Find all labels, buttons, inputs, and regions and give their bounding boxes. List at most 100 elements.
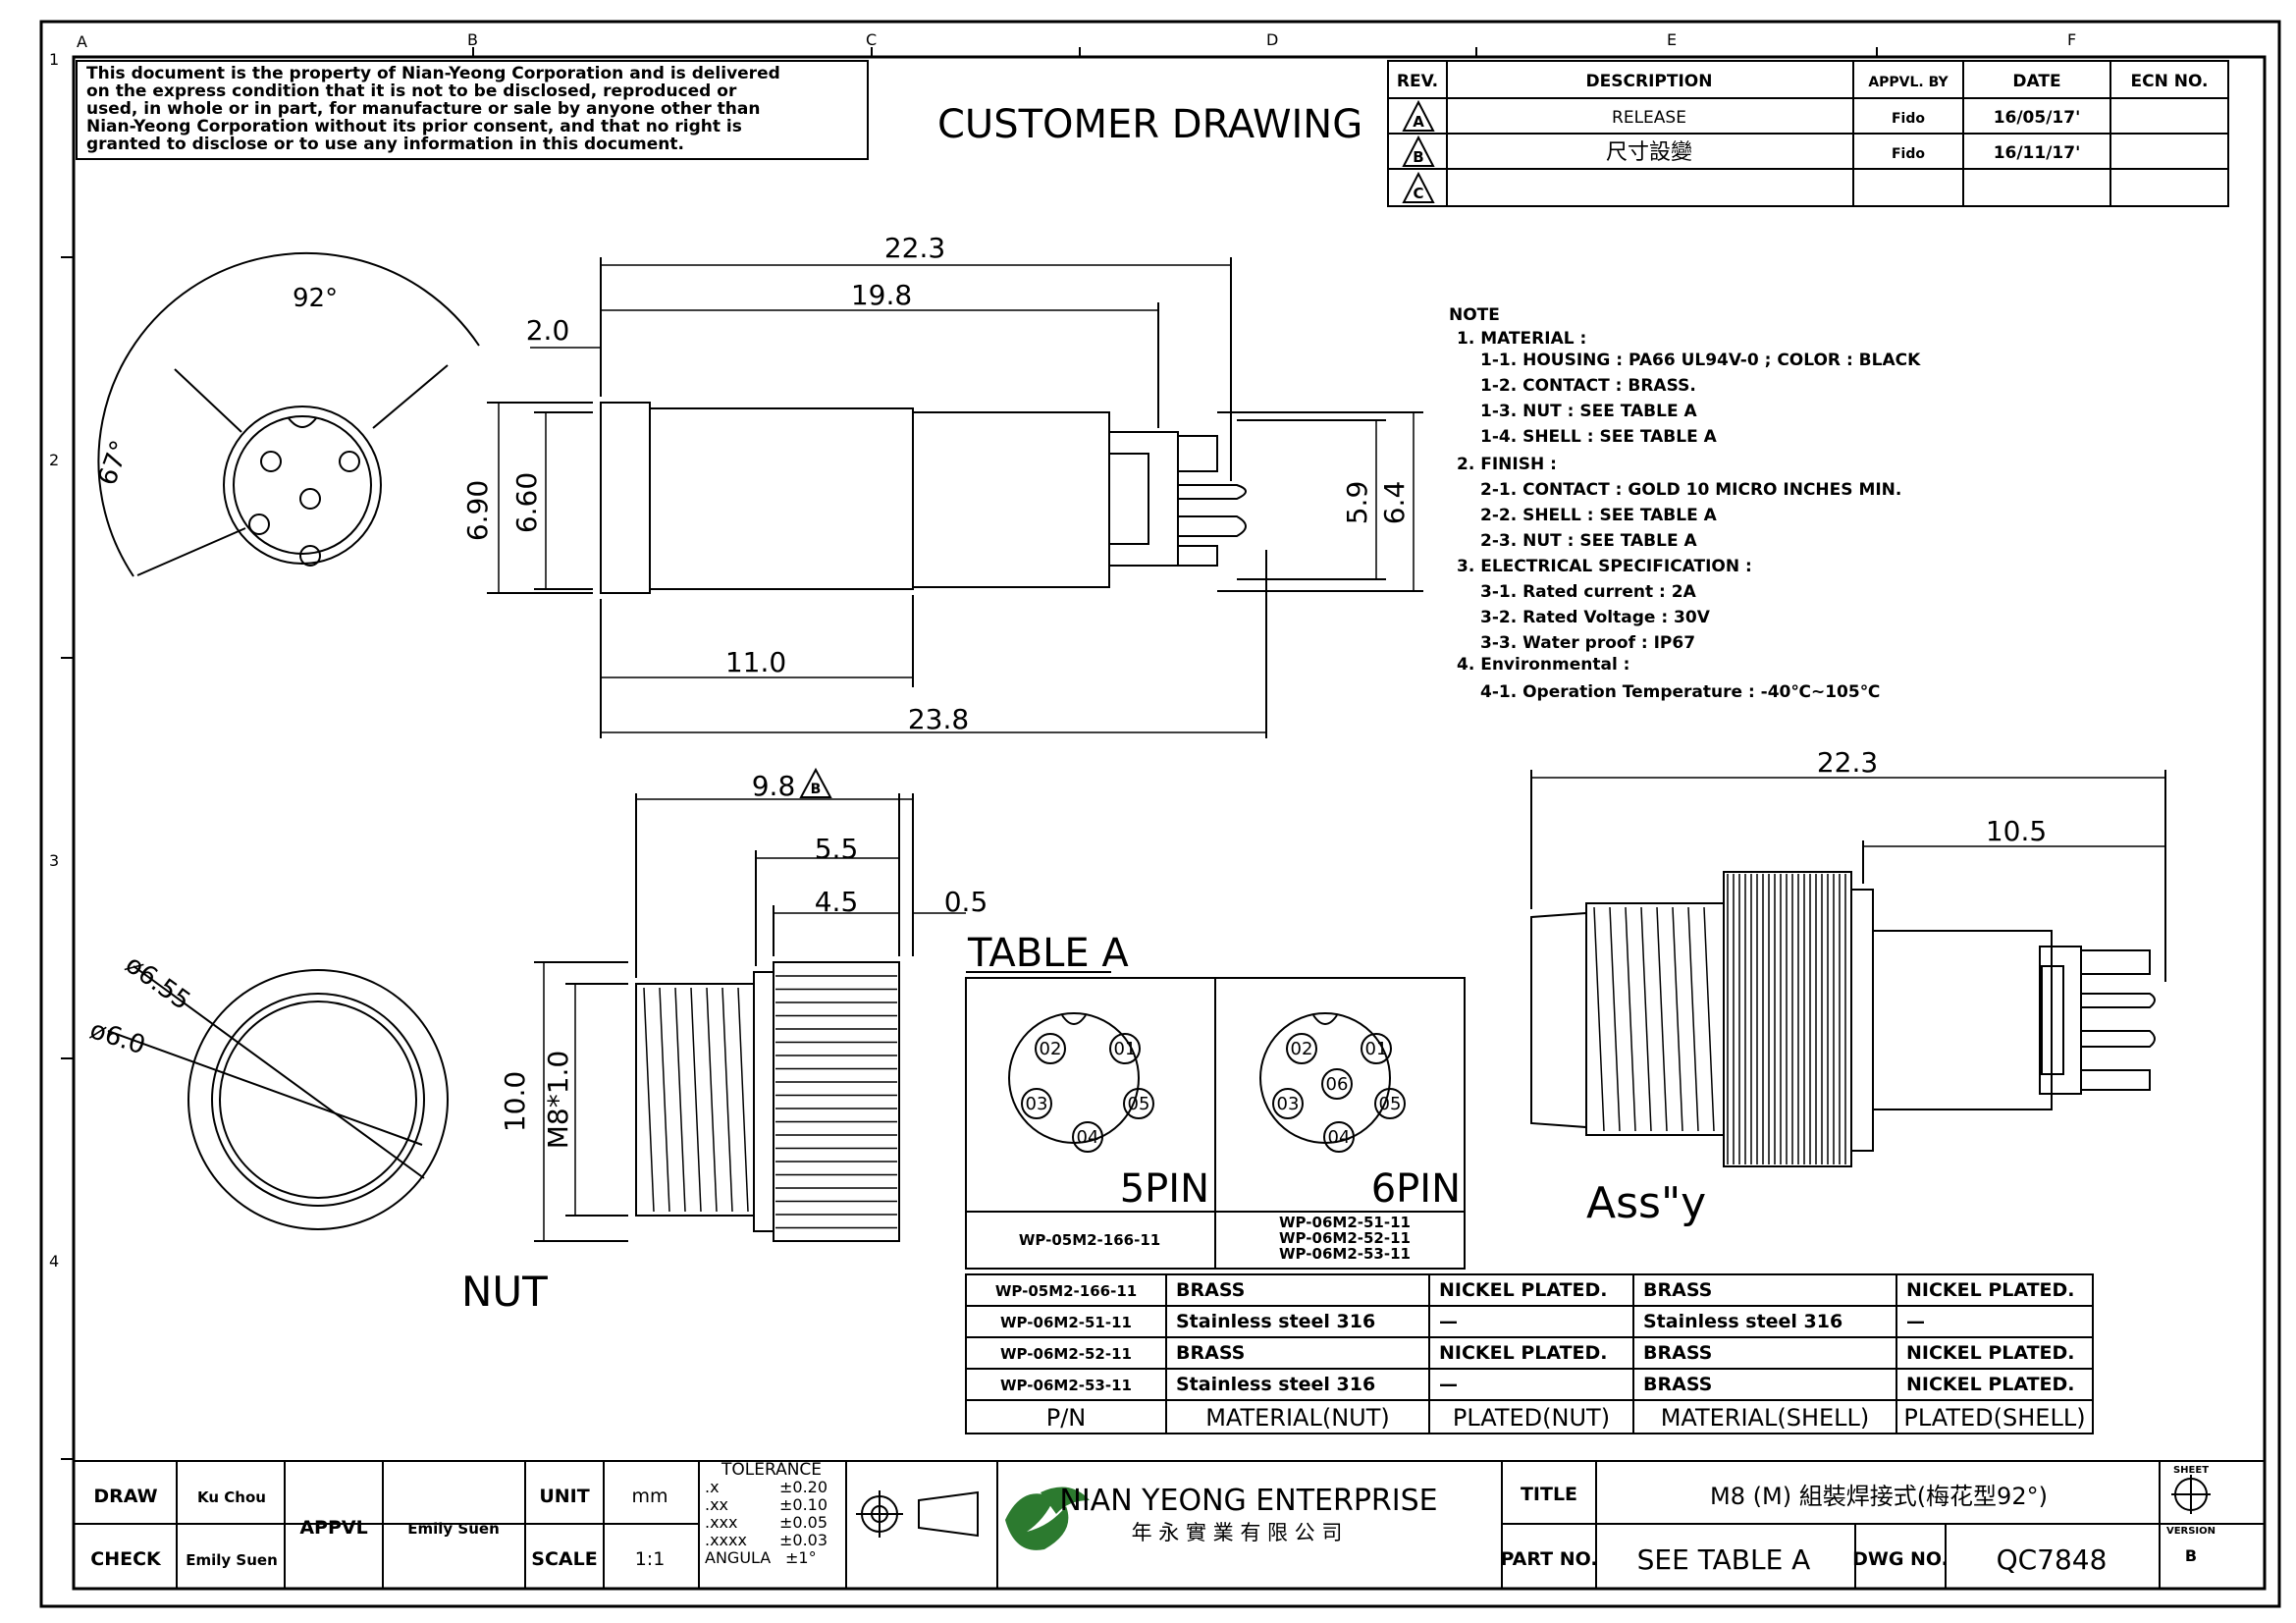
- tolerance-value: ±1°: [785, 1548, 817, 1567]
- nut-dim-lines: [543, 798, 966, 1241]
- tolerance-value: ±0.20: [779, 1478, 828, 1496]
- pinout-5pin: 01 02 03 04 05 5PIN WP-05M2-166-11: [1008, 1012, 1209, 1249]
- tolerance-value: ±0.03: [779, 1531, 828, 1549]
- rev-triangle-icon: [1402, 99, 1435, 132]
- cell-pn: WP-06M2-52-11: [1000, 1345, 1132, 1363]
- assembly-view: [1530, 770, 2166, 1167]
- notice-text: This document is the property of Nian-Ye…: [86, 64, 780, 154]
- sheet-symbol-icon: [2171, 1475, 2211, 1514]
- cell-plated-shell: —: [1906, 1311, 1925, 1332]
- zone-row-3: 3: [49, 851, 59, 870]
- note-line: NOTE: [1449, 305, 1500, 325]
- table-row: WP-05M2-166-11 BRASS NICKEL PLATED. BRAS…: [995, 1279, 2075, 1301]
- note-line: 4. Environmental :: [1457, 655, 1629, 675]
- zone-col-f: F: [2067, 30, 2076, 49]
- title-value: M8 (M) 組裝焊接式(梅花型92°): [1710, 1483, 2048, 1510]
- rev-letter: B: [1413, 148, 1423, 166]
- dim-10-0: 10.0: [499, 1071, 531, 1132]
- dim-5-5: 5.5: [815, 833, 859, 865]
- tolerance-value: ±0.05: [779, 1513, 828, 1532]
- notice-line: on the express condition that it is not …: [86, 81, 737, 101]
- note-line: 2-2. SHELL : SEE TABLE A: [1480, 506, 1718, 525]
- dim-5-9: 5.9: [1341, 481, 1373, 525]
- version-label: VERSION: [2166, 1526, 2216, 1537]
- partno-label: PART NO.: [1500, 1548, 1597, 1570]
- pinout-title: 5PIN: [1120, 1166, 1209, 1212]
- outer-frame: [39, 20, 2281, 1608]
- pinout-table: [965, 977, 1466, 1270]
- cell-material-shell: Stainless steel 316: [1643, 1311, 1842, 1332]
- pinout-6pin: 01 02 03 04 05 06 6PIN WP-06M2-51-11 WP-…: [1259, 1012, 1461, 1263]
- zone-col-d: D: [1266, 30, 1278, 49]
- zone-col-c: C: [866, 30, 877, 49]
- assembly-knurl: [1727, 874, 1846, 1164]
- dim-0-5: 0.5: [944, 886, 988, 918]
- draw-label: DRAW: [93, 1486, 157, 1507]
- pinout-part: WP-06M2-53-11: [1279, 1245, 1411, 1263]
- cell-plated-shell: NICKEL PLATED.: [1906, 1342, 2075, 1364]
- pinout-part: WP-05M2-166-11: [1019, 1231, 1160, 1249]
- pinout-part: WP-06M2-52-11: [1279, 1229, 1411, 1247]
- appvl-label: APPVL: [299, 1517, 367, 1539]
- tolerance-key: .xxx: [705, 1513, 738, 1532]
- cell-pn: WP-05M2-166-11: [995, 1282, 1137, 1300]
- material-table-grid: [965, 1273, 2094, 1434]
- rev-letter: C: [1413, 185, 1423, 202]
- material-table-header: P/N MATERIAL(NUT) PLATED(NUT) MATERIAL(S…: [1046, 1404, 2086, 1432]
- dim-9-8: 9.8: [752, 770, 796, 802]
- cell-material-nut: BRASS: [1176, 1342, 1245, 1364]
- note-line: 3-2. Rated Voltage : 30V: [1480, 608, 1711, 627]
- nut-end-view: [107, 965, 449, 1230]
- table-row: WP-06M2-52-11 BRASS NICKEL PLATED. BRASS…: [1000, 1342, 2075, 1364]
- dim-6-60: 6.60: [510, 472, 543, 533]
- col-header-plated-shell: PLATED(SHELL): [1903, 1404, 2085, 1432]
- rev-b-triangle-icon: [799, 767, 832, 798]
- col-header-plated-nut: PLATED(NUT): [1453, 1404, 1610, 1432]
- assy-label: Ass"y: [1586, 1178, 1706, 1228]
- tolerance-key: ANGULA: [705, 1548, 771, 1567]
- rev-description: RELEASE: [1612, 108, 1686, 128]
- rev-header-appvl: APPVL. BY: [1868, 75, 1949, 90]
- tolerance-key: .xxxx: [705, 1531, 747, 1549]
- assembly-threads: [1593, 906, 1715, 1132]
- notice-line: Nian-Yeong Corporation without its prior…: [86, 117, 742, 136]
- note-line: 3. ELECTRICAL SPECIFICATION :: [1457, 557, 1752, 576]
- note-line: 3-3. Water proof : IP67: [1480, 633, 1695, 653]
- unit-label: UNIT: [539, 1486, 589, 1507]
- material-table-rows: WP-05M2-166-11 BRASS NICKEL PLATED. BRAS…: [995, 1279, 2075, 1395]
- sheet-label: SHEET: [2173, 1465, 2209, 1476]
- rev-date: 16/05/17': [1994, 108, 2081, 128]
- dim-assy-22-3: 22.3: [1817, 746, 1878, 779]
- pin-label: 01: [1365, 1039, 1388, 1059]
- revision-table: [1387, 60, 2229, 207]
- note-line: 1. MATERIAL :: [1457, 329, 1586, 349]
- company-logo-icon: [1005, 1487, 1090, 1550]
- note-line: 1-3. NUT : SEE TABLE A: [1480, 402, 1697, 421]
- rev-row-c: C: [1402, 171, 1435, 203]
- version-value: B: [2185, 1546, 2197, 1565]
- cell-material-shell: BRASS: [1643, 1374, 1712, 1395]
- dim-m8: M8*1.0: [542, 1051, 574, 1150]
- dim-11-0: 11.0: [725, 646, 786, 678]
- partno-value: SEE TABLE A: [1637, 1543, 1811, 1576]
- dim-4-5: 4.5: [815, 886, 859, 918]
- cell-material-nut: Stainless steel 316: [1176, 1311, 1375, 1332]
- tolerance-key: .x: [705, 1478, 720, 1496]
- cell-plated-nut: NICKEL PLATED.: [1439, 1342, 1608, 1364]
- dim-d60: ø6.0: [86, 1015, 149, 1060]
- rev-letter: A: [1413, 113, 1424, 131]
- cell-material-shell: BRASS: [1643, 1342, 1712, 1364]
- table-a-title: TABLE A: [967, 931, 1129, 976]
- nut-label: NUT: [461, 1268, 548, 1316]
- pinout-part: WP-06M2-51-11: [1279, 1214, 1411, 1231]
- notice-box: [76, 60, 869, 160]
- dim-19-8: 19.8: [851, 279, 912, 311]
- rev-header-description: DESCRIPTION: [1586, 72, 1713, 91]
- rev-header-ecn: ECN NO.: [2131, 72, 2209, 91]
- notice-line: granted to disclose or to use any inform…: [86, 135, 684, 154]
- nut-knurl: [775, 975, 897, 1229]
- dim-d655: ø6.55: [120, 949, 195, 1016]
- appvl-value: Emily Suen: [407, 1520, 500, 1538]
- table-row: WP-06M2-51-11 Stainless steel 316 — Stai…: [1000, 1311, 1925, 1332]
- dwgno-label: DWG NO.: [1852, 1548, 1949, 1570]
